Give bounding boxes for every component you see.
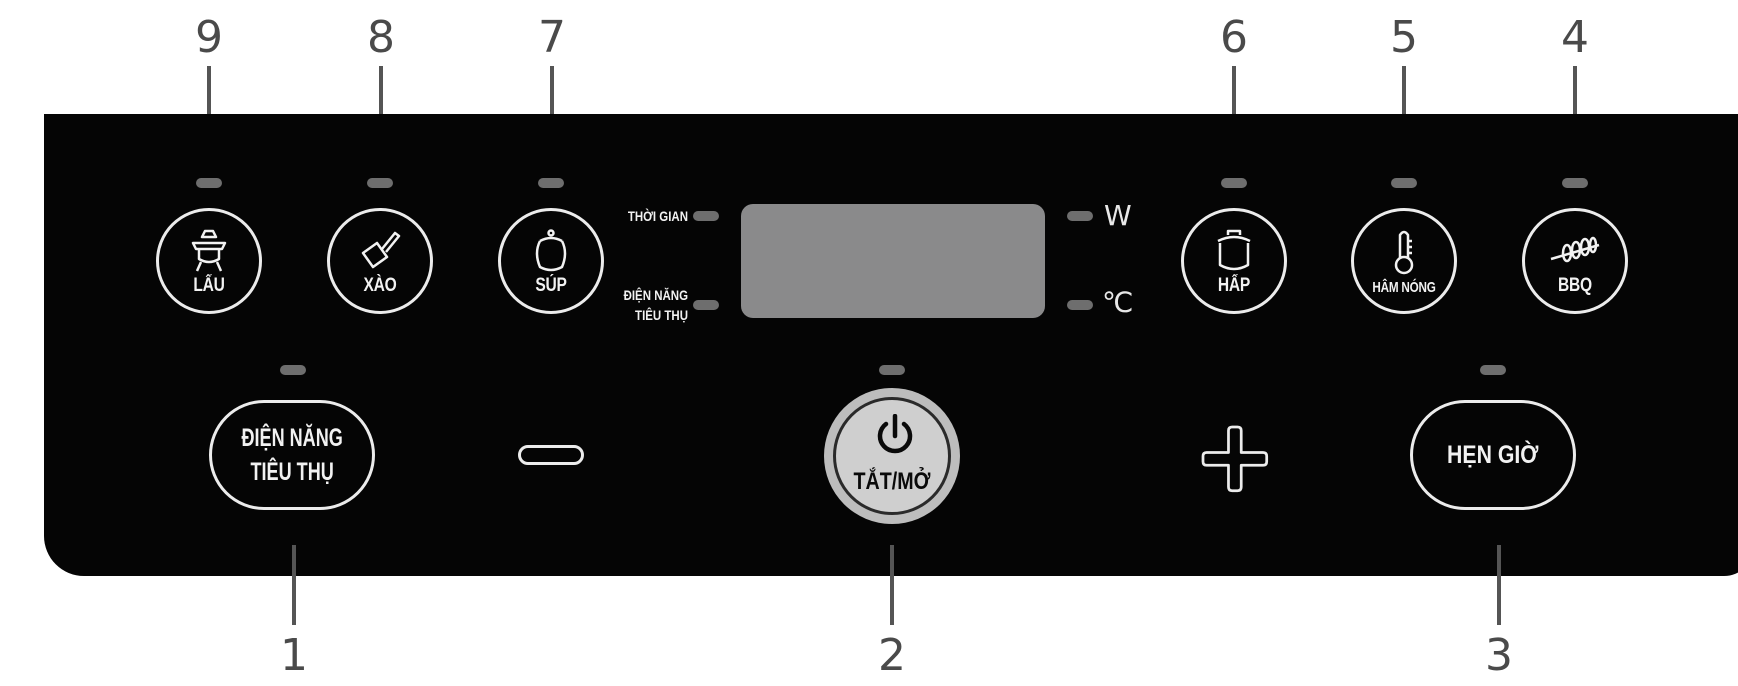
power-button[interactable]: TẮT/MỞ	[824, 388, 960, 524]
timer-button[interactable]: HẸN GIỜ	[1410, 400, 1576, 510]
sup-label: SÚP	[535, 275, 567, 296]
leader-line-1	[292, 545, 296, 625]
thermometer-icon	[1394, 230, 1414, 275]
sup-button[interactable]: SÚP	[498, 208, 604, 314]
hap-label: HẤP	[1217, 275, 1251, 296]
indicator-led-energy	[280, 365, 306, 375]
indicator-led-lau	[196, 178, 222, 188]
energy-consumption-button[interactable]: ĐIỆN NĂNG TIÊU THỤ	[209, 400, 375, 510]
indicator-led-hap	[1221, 178, 1247, 188]
indicator-led-power	[879, 365, 905, 375]
energy-indicator-line1: ĐIỆN NĂNG	[623, 287, 688, 303]
ham-nong-button[interactable]: HÂM NÓNG	[1351, 208, 1457, 314]
hotpot-icon	[191, 229, 227, 272]
minus-button[interactable]	[518, 445, 584, 465]
callout-6: 6	[1220, 12, 1248, 63]
frying-pan-icon	[361, 231, 401, 269]
hap-button[interactable]: HẤP	[1181, 208, 1287, 314]
leader-line-3	[1497, 545, 1501, 625]
callout-5: 5	[1390, 12, 1418, 63]
skewer-icon	[1550, 236, 1600, 263]
indicator-led-timer	[1480, 365, 1506, 375]
callout-1: 1	[280, 630, 308, 681]
xao-label: XÀO	[363, 275, 397, 296]
ham-nong-label: HÂM NÓNG	[1372, 279, 1436, 296]
callout-3: 3	[1485, 630, 1513, 681]
plus-icon	[1201, 425, 1269, 493]
power-icon	[877, 414, 913, 454]
callout-9: 9	[195, 12, 223, 63]
bbq-button[interactable]: BBQ	[1522, 208, 1628, 314]
energy-consumption-line2: TIÊU THỤ	[250, 458, 334, 486]
time-indicator-label: THỜI GIAN	[627, 208, 688, 224]
power-button-face: TẮT/MỞ	[833, 397, 951, 515]
callout-8: 8	[367, 12, 395, 63]
energy-consumption-line1: ĐIỆN NĂNG	[241, 424, 343, 452]
indicator-led-ham-nong	[1391, 178, 1417, 188]
leader-line-2	[890, 545, 894, 625]
callout-7: 7	[538, 12, 566, 63]
soup-pot-icon	[535, 229, 567, 272]
indicator-led-sup	[538, 178, 564, 188]
digital-display	[741, 204, 1045, 318]
plus-button[interactable]	[1200, 424, 1270, 494]
timer-label: HẸN GIỜ	[1447, 441, 1539, 469]
time-indicator-led	[693, 211, 719, 221]
energy-consumption-label: ĐIỆN NĂNG TIÊU THỤ	[232, 421, 351, 489]
energy-indicator-line2: TIÊU THỤ	[635, 307, 688, 323]
energy-indicator-label: ĐIỆN NĂNG TIÊU THỤ	[590, 285, 688, 325]
indicator-led-bbq	[1562, 178, 1588, 188]
lau-label: LẨU	[193, 275, 225, 296]
celsius-indicator-led	[1067, 300, 1093, 310]
callout-4: 4	[1561, 12, 1589, 63]
xao-button[interactable]: XÀO	[327, 208, 433, 314]
callout-2: 2	[878, 630, 906, 681]
indicator-led-xao	[367, 178, 393, 188]
watt-indicator-led	[1067, 211, 1093, 221]
lau-button[interactable]: LẨU	[156, 208, 262, 314]
steamer-pot-icon	[1217, 229, 1251, 271]
celsius-unit-label: ℃	[1102, 286, 1134, 319]
power-label: TẮT/MỞ	[853, 468, 931, 495]
watt-unit-label: W	[1104, 199, 1132, 232]
bbq-label: BBQ	[1558, 275, 1592, 296]
energy-indicator-led	[693, 300, 719, 310]
